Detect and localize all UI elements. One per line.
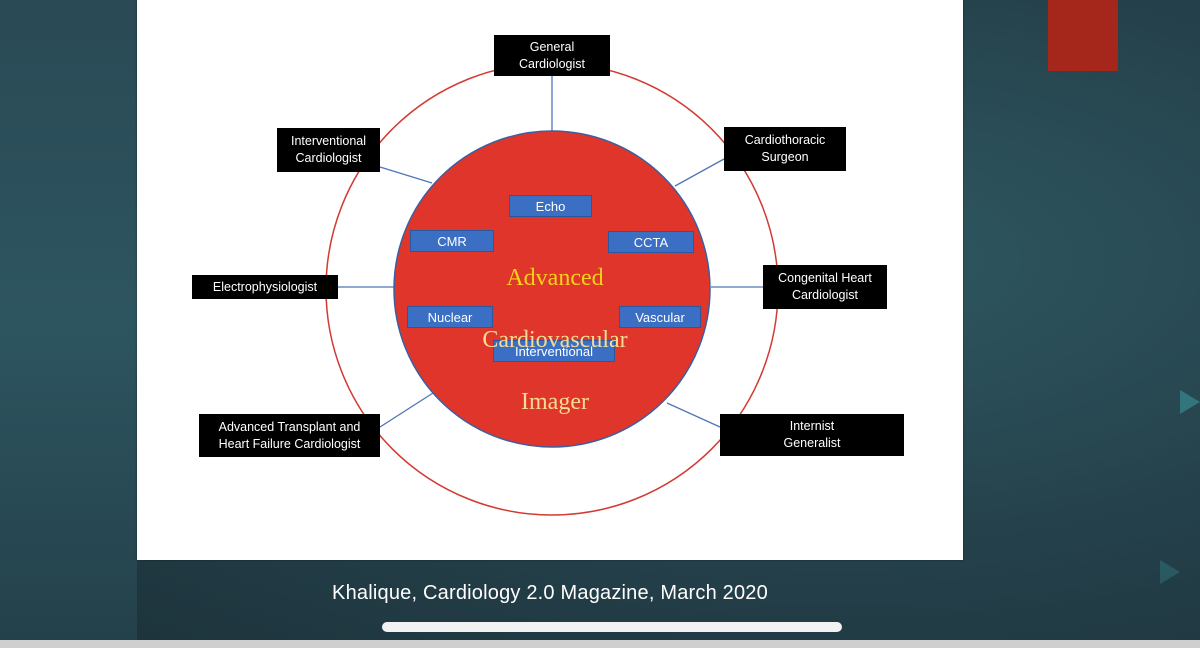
center-title-line2: Cardiovascular bbox=[482, 327, 628, 353]
inner-circle bbox=[393, 130, 711, 448]
connector-internist bbox=[666, 402, 721, 428]
center-title-line3: Imager bbox=[521, 389, 589, 415]
red-accent-block bbox=[1048, 0, 1118, 71]
modality-ccta: CCTA bbox=[608, 231, 694, 253]
scroll-indicator[interactable] bbox=[382, 622, 842, 632]
specialist-electrophysiologist: Electrophysiologist bbox=[192, 275, 338, 299]
specialist-transplant-heart-failure: Advanced Transplant and Heart Failure Ca… bbox=[199, 414, 380, 457]
slide-canvas: General Cardiologist Interventional Card… bbox=[137, 0, 963, 560]
modality-echo: Echo bbox=[509, 195, 592, 217]
center-title-line1: Advanced bbox=[506, 265, 604, 291]
decorative-arrow bbox=[1180, 390, 1200, 414]
modality-vascular: Vascular bbox=[619, 306, 701, 328]
specialist-congenital-heart-cardiologist: Congenital Heart Cardiologist bbox=[763, 265, 887, 309]
decorative-arrow bbox=[1160, 560, 1180, 584]
specialist-internist-generalist: Internist Generalist bbox=[720, 414, 904, 456]
connector-cardiothoracic bbox=[674, 158, 725, 187]
specialist-general-cardiologist: General Cardiologist bbox=[494, 35, 610, 76]
connector-transplant bbox=[379, 392, 434, 428]
center-title: Advanced Cardiovascular Imager bbox=[440, 232, 670, 449]
bottom-bar bbox=[0, 640, 1200, 648]
modality-interventional: Interventional bbox=[493, 340, 615, 362]
source-caption: Khalique, Cardiology 2.0 Magazine, March… bbox=[332, 582, 768, 604]
specialist-cardiothoracic-surgeon: Cardiothoracic Surgeon bbox=[724, 127, 846, 171]
connector-interventional bbox=[379, 166, 433, 184]
specialist-interventional-cardiologist: Interventional Cardiologist bbox=[277, 128, 380, 172]
modality-cmr: CMR bbox=[410, 230, 494, 252]
modality-nuclear: Nuclear bbox=[407, 306, 493, 328]
left-background-strip bbox=[0, 0, 137, 640]
